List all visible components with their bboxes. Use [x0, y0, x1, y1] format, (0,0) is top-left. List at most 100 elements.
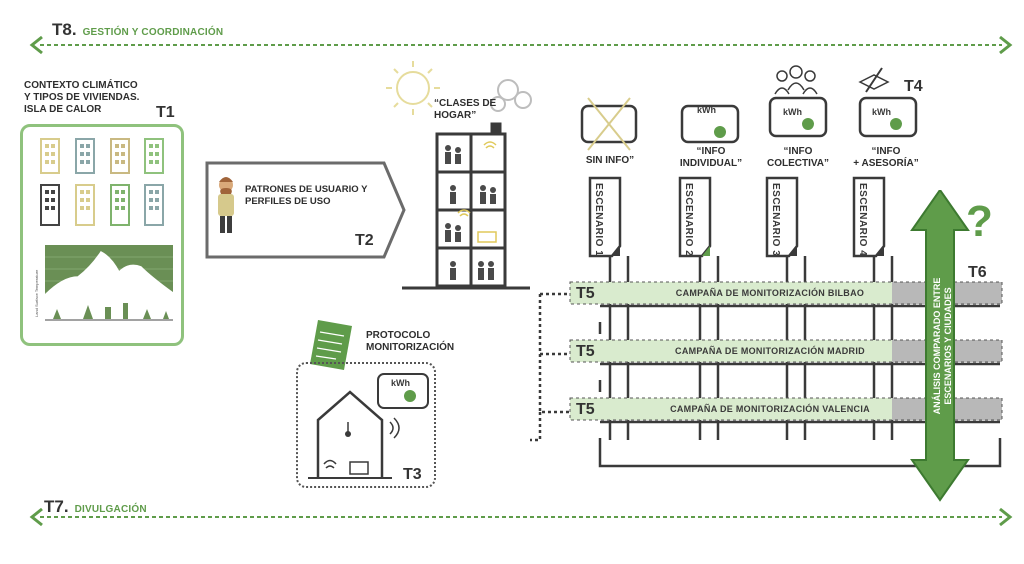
scenario-2-label: ESCENARIO 2 — [683, 183, 694, 257]
t3-panel — [296, 362, 436, 488]
scenario-2-caption: “INFO INDIVIDUAL” — [668, 146, 754, 170]
hogar-label-line-1: “CLASES DE — [434, 98, 497, 109]
building-icon-5 — [40, 184, 60, 226]
scenario-2-caption-line-1: “INFO — [696, 146, 726, 157]
scenario-3-label: ESCENARIO 3 — [770, 183, 781, 257]
t8-header: T8. GESTIÓN Y COORDINACIÓN — [52, 20, 223, 40]
t6-arrow-line-1: ANÁLISIS COMPARADO ENTRE — [932, 277, 942, 415]
t2-text-line-2: PERFILES DE USO — [245, 196, 331, 207]
t3-feed-lines — [530, 292, 570, 442]
scenario-2-caption-line-2: INDIVIDUAL” — [679, 158, 743, 169]
scenario-1-caption: SIN INFO” — [574, 155, 646, 167]
t2-text-line-1: PATRONES DE USUARIO Y — [245, 184, 368, 195]
t7-code: T7. — [44, 497, 69, 516]
scenario-4-caption: “INFO + ASESORÍA” — [846, 146, 926, 170]
t1-title-line-1: CONTEXTO CLIMÁTICO — [24, 80, 138, 91]
scenario-3-caption-line-2: COLECTIVA” — [766, 158, 830, 169]
scenario-1-caption-line-1: SIN INFO” — [585, 155, 635, 166]
radiator-icon — [349, 461, 369, 475]
wifi-small-icon — [323, 459, 337, 469]
building-icon-6 — [75, 184, 95, 226]
hogar-illustration — [386, 61, 532, 290]
building-icon-1 — [40, 138, 60, 174]
scenarios-illustration — [580, 65, 918, 258]
t3-protocol-line-2: MONITORIZACIÓN — [366, 342, 455, 353]
double-arrow-shape — [910, 190, 970, 502]
t7-header: T7. DIVULGACIÓN — [44, 497, 147, 517]
t6-arrow-line-2: ESCENARIOS Y CIUDADES — [943, 287, 953, 405]
t1-title-line-3: ISLA DE CALOR — [24, 104, 102, 115]
scenario-3-kwh: kWh — [783, 107, 802, 117]
scenario-tab-folds — [612, 246, 884, 256]
campaign-madrid: CAMPAÑA DE MONITORIZACIÓN MADRID — [675, 346, 865, 356]
campaign-valencia: CAMPAÑA DE MONITORIZACIÓN VALENCIA — [670, 404, 870, 414]
t8-code: T8. — [52, 20, 77, 39]
t1-title: CONTEXTO CLIMÁTICO Y TIPOS DE VIVIENDAS.… — [24, 80, 139, 116]
scenario-4-caption-line-2: + ASESORÍA” — [853, 158, 919, 169]
person-icon — [218, 177, 234, 233]
campaign-bilbao: CAMPAÑA DE MONITORIZACIÓN BILBAO — [675, 288, 865, 298]
hogar-label-line-2: HOGAR” — [434, 110, 477, 121]
tablet-kwh-icon-4 — [858, 96, 918, 138]
wifi-icon — [389, 417, 400, 439]
scenario-2-kwh: kWh — [697, 105, 716, 115]
scenario-tabs — [588, 176, 886, 258]
question-icon: ? — [966, 197, 993, 246]
residents-icons — [445, 145, 496, 280]
campaign-1-code: T5 — [576, 285, 595, 302]
svg-text:?: ? — [966, 197, 993, 246]
document-icon — [310, 320, 352, 370]
building-icon-4 — [144, 138, 164, 174]
t2-code: T2 — [355, 232, 374, 249]
campaign-3-code: T5 — [576, 401, 595, 418]
t6-arrow: ? — [910, 190, 993, 502]
building-icon-8 — [144, 184, 164, 226]
t6-code: T6 — [968, 264, 987, 281]
building-types-illustration: Land Surface Temperature — [34, 138, 174, 321]
wifi-icons — [457, 141, 497, 217]
t2-panel — [205, 161, 406, 259]
t3-protocol-label: PROTOCOLO MONITORIZACIÓN — [366, 330, 454, 354]
t8-arrow-left — [29, 35, 43, 55]
heat-island-chart — [44, 245, 174, 321]
group-people-icon — [774, 65, 818, 95]
t3-kwh: kWh — [391, 378, 410, 388]
t8-arrow-right — [999, 35, 1013, 55]
tablet-kwh-icon-t3 — [377, 373, 429, 409]
building-icon-2 — [75, 138, 95, 174]
t1-chart-ylabel: Land Surface Temperature — [34, 269, 39, 317]
building-icon-7 — [110, 184, 130, 226]
t3-protocol-line-1: PROTOCOLO — [366, 330, 431, 341]
sensor-icon — [345, 431, 351, 437]
smoke-cloud-icon — [490, 79, 532, 112]
hogar-label: “CLASES DE HOGAR” — [434, 98, 496, 122]
scenario-1-label: ESCENARIO 1 — [593, 183, 604, 257]
t7-arrow-right — [999, 507, 1013, 527]
t7-arrow-left — [29, 507, 43, 527]
t1-panel: Land Surface Temperature — [20, 124, 184, 346]
t4-code: T4 — [904, 78, 923, 95]
t1-title-line-2: Y TIPOS DE VIVIENDAS. — [24, 92, 140, 103]
t8-label: GESTIÓN Y COORDINACIÓN — [82, 27, 224, 38]
t6-arrow-text: ANÁLISIS COMPARADO ENTRE ESCENARIOS Y CI… — [922, 236, 964, 476]
scenario-4-caption-line-1: “INFO — [871, 146, 901, 157]
graduation-cap-icon — [858, 67, 890, 93]
scenario-4-label: ESCENARIO 4 — [857, 183, 868, 257]
scenario-4-kwh: kWh — [872, 107, 891, 117]
t1-code: T1 — [156, 104, 175, 121]
t2-text: PATRONES DE USUARIO Y PERFILES DE USO — [245, 184, 367, 208]
tablet-kwh-icon-3 — [768, 96, 828, 138]
t7-label: DIVULGACIÓN — [74, 504, 147, 515]
scenario-3-caption-line-1: “INFO — [783, 146, 813, 157]
tablet-crossed-icon — [580, 97, 638, 151]
t3-code: T3 — [403, 466, 422, 483]
sun-icon — [386, 61, 440, 115]
building-icon-3 — [110, 138, 130, 174]
radiator-icon — [477, 231, 497, 243]
building-icon — [402, 122, 530, 290]
tablet-kwh-icon-2 — [680, 104, 740, 144]
house-illustration — [308, 373, 429, 479]
scenario-3-caption: “INFO COLECTIVA” — [760, 146, 836, 170]
campaign-2-code: T5 — [576, 343, 595, 360]
